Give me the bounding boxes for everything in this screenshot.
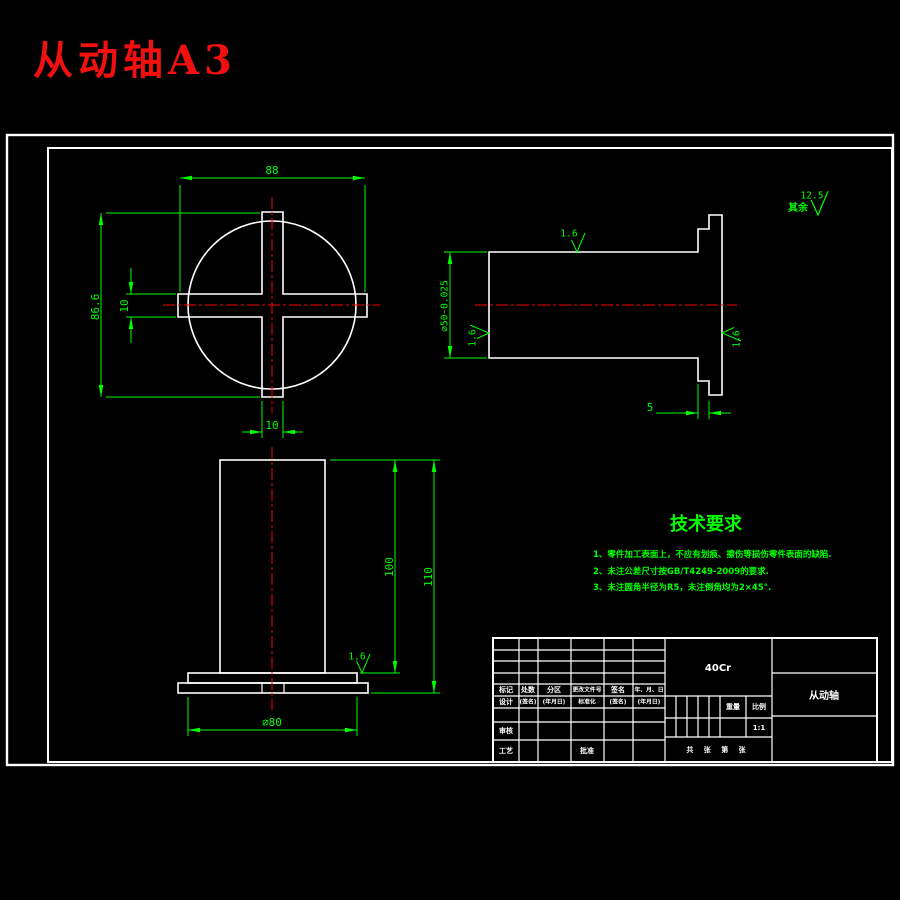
tb-process-label: 工艺: [499, 746, 513, 755]
flange-dia-dim-text: ∅80: [262, 716, 282, 729]
slot-height-dim-text: 10: [265, 419, 278, 432]
section-outline-hatched: [488, 214, 723, 396]
title-block: 标记 处数 分区 更改文件号 签名 年、月、日 设计 (签名) (年月日) 标准…: [492, 637, 878, 763]
title-block-grid-lines: [493, 638, 877, 762]
side-dimensions: 100 110 ∅80 1.6: [187, 459, 440, 736]
tech-requirements: 技术要求 1、零件加工表面上，不应有划痕、擦伤等损伤零件表面的缺陷. 2、未注公…: [593, 513, 832, 593]
width-extension-lines: [179, 185, 366, 292]
drawing-title: 从动轴A3: [33, 37, 237, 84]
tb-date-label: 年、月、日: [635, 686, 664, 694]
step-dim-text: 5: [647, 401, 654, 414]
tb-standard-label: 标准化: [577, 698, 596, 706]
tb-design-date: (年月日): [543, 698, 566, 706]
flange-plate-outline: [177, 682, 369, 694]
drawing-border: [47, 147, 893, 763]
title-block-border: [492, 637, 878, 763]
tech-requirement-item-1: 1、零件加工表面上，不应有划痕、擦伤等损伤零件表面的缺陷.: [593, 549, 832, 560]
tb-standard-sign: (签名): [610, 698, 627, 706]
paper-border: [5, 133, 895, 767]
front-centerlines: [163, 197, 380, 413]
tb-change-doc-label: 更改文件号: [573, 686, 602, 694]
tb-standard-date: (年月日): [638, 698, 661, 706]
tb-part-name: 从动轴: [809, 689, 839, 702]
tb-check-label: 审核: [499, 726, 513, 735]
tb-count-label: 处数: [520, 685, 536, 694]
sheet-frame: [5, 133, 895, 767]
height-extension-lines: [106, 212, 260, 398]
flange-slot-lines: [261, 683, 285, 693]
tb-design-label: 设计: [499, 697, 513, 706]
title-block-texts: 标记 处数 分区 更改文件号 签名 年、月、日 设计 (签名) (年月日) 标准…: [498, 663, 839, 755]
roughness-right-text: 1.6: [732, 330, 743, 347]
general-roughness-value: 12.5: [801, 191, 824, 202]
tb-zone-label: 分区: [547, 685, 561, 694]
front-height-dim-text: 86.6: [89, 294, 102, 321]
tb-mark-label: 标记: [498, 685, 513, 694]
tb-approve-label: 批准: [580, 746, 594, 755]
general-roughness-note: 其余 12.5: [788, 191, 829, 216]
front-dimensions: 88 86.6 10 10: [89, 164, 366, 438]
diameter-dim-text: ∅50-0.025: [440, 280, 451, 331]
tb-sheet-note: 共 张 第 张: [686, 745, 749, 754]
slot-width-extension-lines: [126, 293, 176, 318]
front-view: 88 86.6 10 10: [89, 164, 380, 438]
section-dimensions: ∅50-0.025 5 1.6 1.6 1.6: [440, 229, 743, 419]
tech-requirements-title: 技术要求: [670, 513, 743, 535]
tb-weight-label: 重量: [726, 702, 740, 711]
tech-requirement-item-2: 2、未注公差尺寸按GB/T4249-2009的要求.: [593, 566, 769, 577]
tb-design-sign: (签名): [520, 698, 537, 706]
step-extension-lines: [697, 384, 710, 419]
length-extension-lines: [330, 459, 440, 694]
cross-slot-outline: [177, 211, 368, 398]
roughness-prefix-text: 其余: [788, 201, 809, 214]
total-length-dim-text: 110: [422, 567, 435, 587]
front-width-dim-text: 88: [265, 164, 278, 177]
tb-signature-label: 签名: [610, 685, 625, 694]
tech-requirement-item-3: 3、未注圆角半径为R5，未注倒角均为2×45°.: [593, 582, 771, 593]
roughness-top-text: 1.6: [560, 229, 577, 240]
tb-scale-value: 1:1: [753, 724, 766, 732]
slot-width-dim-text: 10: [118, 299, 131, 312]
section-view: ∅50-0.025 5 1.6 1.6 1.6: [440, 214, 743, 419]
roughness-left-text: 1.6: [468, 329, 479, 346]
body-length-dim-text: 100: [383, 557, 396, 577]
side-view: 100 110 ∅80 1.6: [177, 447, 440, 736]
tb-material-value: 40Cr: [705, 663, 731, 674]
roughness-flange-text: 1.6: [348, 652, 365, 663]
tb-scale-label: 比例: [752, 702, 766, 711]
